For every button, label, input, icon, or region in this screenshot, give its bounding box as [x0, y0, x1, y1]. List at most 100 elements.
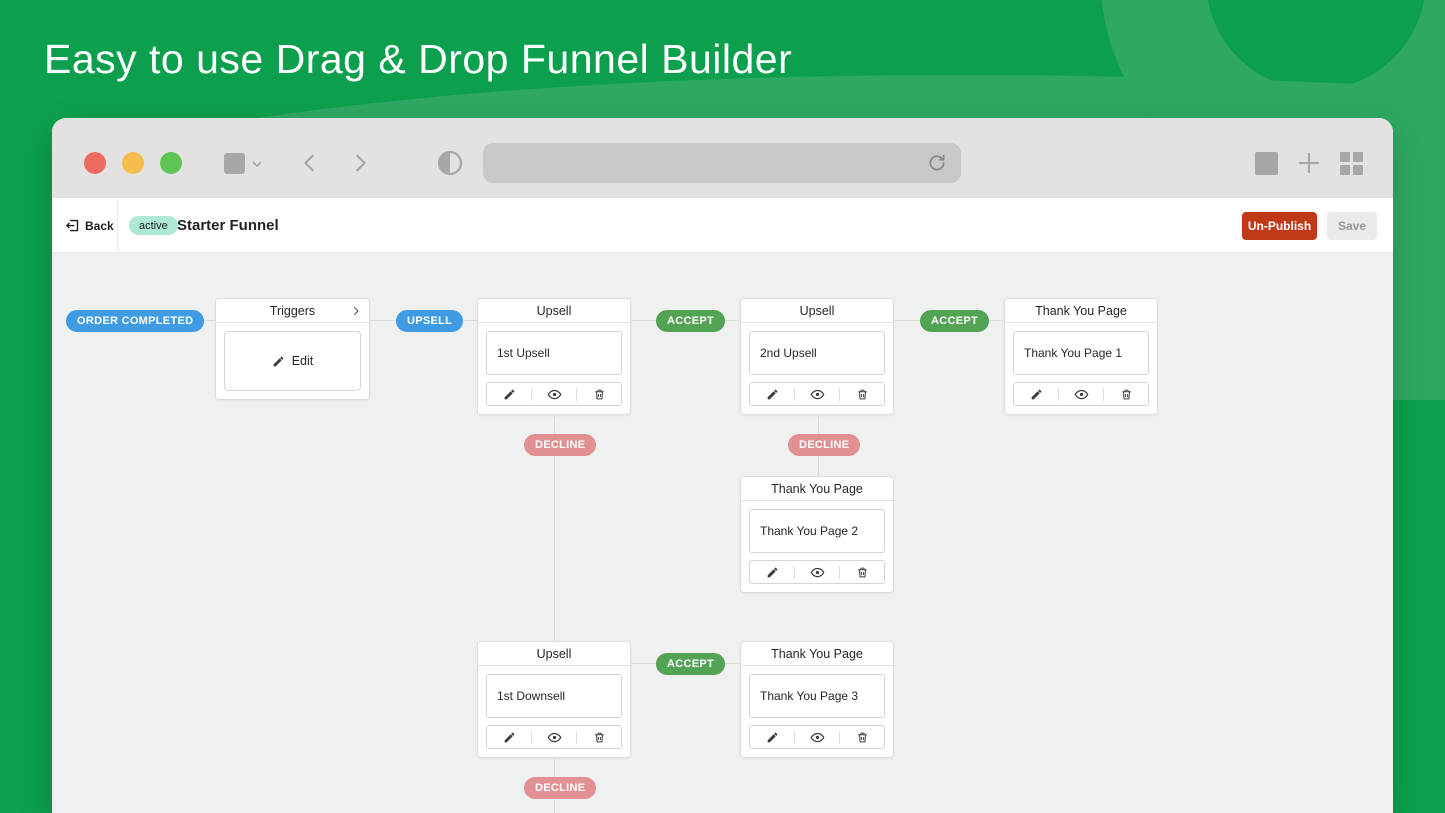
node-actions: [1013, 382, 1149, 406]
funnel-canvas: Triggers Edit Upsell 1st Upsell: [52, 253, 1393, 813]
node-actions: [486, 382, 622, 406]
node-actions: [749, 382, 885, 406]
order-completed-badge: ORDER COMPLETED: [66, 310, 205, 332]
delete-button[interactable]: [840, 383, 884, 405]
eye-icon: [547, 389, 561, 399]
node-page-name[interactable]: 2nd Upsell: [749, 331, 885, 375]
chevron-down-icon[interactable]: [251, 158, 263, 170]
reader-icon[interactable]: [436, 149, 464, 177]
eye-icon: [1074, 389, 1088, 399]
edit-button[interactable]: [750, 726, 794, 748]
save-button[interactable]: Save: [1327, 212, 1377, 240]
trash-icon: [857, 732, 867, 742]
decline-badge-1: DECLINE: [524, 434, 597, 456]
tab-overview-icon[interactable]: [1340, 151, 1363, 175]
pencil-icon: [767, 732, 777, 742]
delete-button[interactable]: [1104, 383, 1148, 405]
sidebar-icon[interactable]: [224, 153, 245, 174]
node-type-label: Thank You Page: [741, 477, 893, 501]
close-icon[interactable]: [84, 152, 106, 174]
address-bar[interactable]: [483, 143, 961, 183]
node-page-name[interactable]: Thank You Page 2: [749, 509, 885, 553]
accept-badge-1: ACCEPT: [656, 310, 726, 332]
trash-icon: [594, 732, 604, 742]
stop-square-icon[interactable]: [1255, 151, 1278, 175]
header-divider: [117, 198, 118, 253]
eye-icon: [810, 389, 824, 399]
node-second-upsell: Upsell 2nd Upsell: [740, 298, 894, 415]
edit-button[interactable]: [750, 561, 794, 583]
preview-button[interactable]: [532, 383, 576, 405]
node-page-name[interactable]: Thank You Page 1: [1013, 331, 1149, 375]
back-label: Back: [85, 218, 114, 233]
trash-icon: [857, 567, 867, 577]
page-title: Easy to use Drag & Drop Funnel Builder: [44, 36, 793, 82]
minimize-icon[interactable]: [122, 152, 144, 174]
delete-button[interactable]: [577, 383, 621, 405]
accept-badge-3: ACCEPT: [656, 653, 726, 675]
new-tab-icon[interactable]: [1297, 151, 1321, 175]
node-thank-you-page-3: Thank You Page Thank You Page 3: [740, 641, 894, 758]
accept-badge-2: ACCEPT: [920, 310, 990, 332]
browser-window: Back active Starter Funnel Un-Publish Sa…: [52, 118, 1393, 813]
node-page-name[interactable]: 1st Downsell: [486, 674, 622, 718]
edit-button[interactable]: [750, 383, 794, 405]
preview-button[interactable]: [532, 726, 576, 748]
zoom-icon[interactable]: [160, 152, 182, 174]
node-thank-you-page-1: Thank You Page Thank You Page 1: [1004, 298, 1158, 415]
eye-icon: [810, 567, 824, 577]
delete-button[interactable]: [840, 726, 884, 748]
unpublish-button[interactable]: Un-Publish: [1242, 212, 1317, 240]
delete-button[interactable]: [577, 726, 621, 748]
preview-button[interactable]: [795, 383, 839, 405]
preview-button[interactable]: [795, 726, 839, 748]
decline-badge-2: DECLINE: [788, 434, 861, 456]
trash-icon: [857, 389, 867, 399]
forward-arrow-icon[interactable]: [349, 152, 371, 174]
pencil-icon: [767, 389, 777, 399]
toolbar-right-icons: [1255, 151, 1363, 175]
upsell-badge: UPSELL: [396, 310, 464, 332]
node-type-label: Upsell: [478, 299, 630, 323]
node-type-label: Upsell: [741, 299, 893, 323]
pencil-icon: [504, 389, 514, 399]
delete-button[interactable]: [840, 561, 884, 583]
edit-button[interactable]: [487, 383, 531, 405]
pencil-icon: [1031, 389, 1041, 399]
node-actions: [486, 725, 622, 749]
pencil-icon: [273, 356, 284, 366]
node-page-name[interactable]: Thank You Page 3: [749, 674, 885, 718]
edit-button[interactable]: [487, 726, 531, 748]
pencil-icon: [504, 732, 514, 742]
reload-icon[interactable]: [927, 153, 947, 173]
edit-button[interactable]: [1014, 383, 1058, 405]
funnel-title: Starter Funnel: [177, 217, 279, 234]
triggers-card: Triggers Edit: [215, 298, 370, 400]
node-thank-you-page-2: Thank You Page Thank You Page 2: [740, 476, 894, 593]
triggers-card-title: Triggers: [216, 299, 369, 323]
node-first-upsell: Upsell 1st Upsell: [477, 298, 631, 415]
node-type-label: Thank You Page: [741, 642, 893, 666]
browser-toolbar: [52, 118, 1393, 198]
trash-icon: [1121, 389, 1131, 399]
connector-line-decline-left: [554, 407, 555, 813]
node-type-label: Upsell: [478, 642, 630, 666]
chevron-right-icon[interactable]: [350, 305, 362, 317]
back-button[interactable]: Back: [65, 198, 114, 253]
node-page-name[interactable]: 1st Upsell: [486, 331, 622, 375]
app-header: Back active Starter Funnel Un-Publish Sa…: [52, 198, 1393, 253]
preview-button[interactable]: [1059, 383, 1103, 405]
edit-trigger-button[interactable]: Edit: [224, 331, 361, 391]
node-actions: [749, 725, 885, 749]
back-arrow-icon[interactable]: [299, 152, 321, 174]
exit-back-icon: [66, 219, 79, 232]
node-actions: [749, 560, 885, 584]
eye-icon: [547, 732, 561, 742]
preview-button[interactable]: [795, 561, 839, 583]
traffic-lights: [84, 152, 182, 174]
trash-icon: [594, 389, 604, 399]
eye-icon: [810, 732, 824, 742]
decline-badge-3: DECLINE: [524, 777, 597, 799]
node-first-downsell: Upsell 1st Downsell: [477, 641, 631, 758]
